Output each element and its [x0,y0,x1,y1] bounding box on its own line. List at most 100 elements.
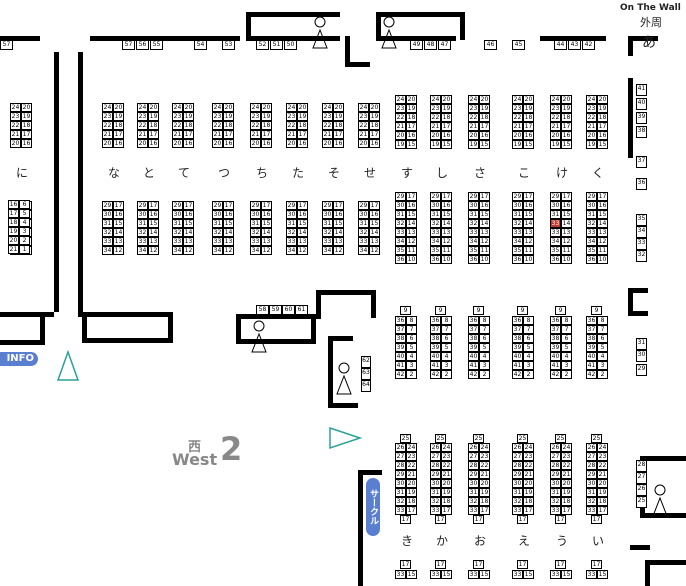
booth[interactable]: 17 [597,122,608,131]
booth[interactable]: 6 [441,334,452,343]
booth[interactable]: 22 [550,113,561,122]
booth[interactable]: 17 [8,209,19,218]
booth[interactable]: 17 [517,560,528,569]
booth[interactable]: 41 [550,361,561,370]
booth[interactable]: 39 [395,343,406,352]
booth[interactable]: 23 [286,112,297,121]
booth[interactable]: 19 [8,227,19,236]
wall-booth[interactable]: 46 [484,40,497,50]
booth[interactable]: 14 [561,219,572,228]
booth[interactable]: 28 [512,461,523,470]
booth[interactable]: 32 [468,219,479,228]
booth[interactable]: 17 [479,506,490,515]
wall-booth[interactable]: 63 [361,368,371,380]
booth[interactable]: 30 [137,210,148,219]
booth[interactable]: 16 [523,131,534,140]
booth[interactable]: 16 [8,200,19,209]
booth[interactable]: 17 [406,506,417,515]
booth[interactable]: 15 [597,140,608,149]
booth[interactable]: 31 [430,210,441,219]
booth[interactable]: 20 [479,95,490,104]
booth[interactable]: 9 [555,306,566,315]
booth[interactable]: 36 [550,316,561,325]
booth[interactable]: 24 [586,95,597,104]
booth[interactable]: 7 [406,325,417,334]
booth[interactable]: 24 [322,103,333,112]
booth[interactable]: 21 [10,130,21,139]
booth[interactable]: 36 [468,255,479,264]
booth[interactable]: 14 [406,219,417,228]
booth[interactable]: 17 [479,122,490,131]
booth[interactable]: 31 [395,210,406,219]
booth[interactable]: 12 [148,246,159,255]
booth[interactable]: 18 [523,113,534,122]
booth[interactable]: 13 [113,237,124,246]
booth[interactable]: 30 [286,210,297,219]
booth[interactable]: 15 [441,570,452,579]
booth[interactable]: 18 [8,218,19,227]
booth[interactable]: 15 [406,140,417,149]
booth[interactable]: 33 [512,228,523,237]
booth[interactable]: 8 [479,316,490,325]
booth[interactable]: 16 [406,131,417,140]
booth[interactable]: 19 [586,140,597,149]
circle-label[interactable]: サークル [366,478,380,536]
booth[interactable]: 23 [468,104,479,113]
wall-booth[interactable]: 34 [636,226,647,238]
wall-booth[interactable]: 25 [636,496,647,508]
booth[interactable]: 7 [523,325,534,334]
booth[interactable]: 38 [512,334,523,343]
booth[interactable]: 8 [523,316,534,325]
booth[interactable]: 31 [358,219,369,228]
booth[interactable]: 14 [261,228,272,237]
booth[interactable]: 33 [286,237,297,246]
booth[interactable]: 14 [148,228,159,237]
booth[interactable]: 6 [406,334,417,343]
booth[interactable]: 8 [441,316,452,325]
booth[interactable]: 29 [512,470,523,479]
booth[interactable]: 29 [586,470,597,479]
booth[interactable]: 33 [395,506,406,515]
booth[interactable]: 28 [468,461,479,470]
wall-booth[interactable]: 60 [282,305,295,315]
booth[interactable]: 17 [479,192,490,201]
booth[interactable]: 18 [406,497,417,506]
booth[interactable]: 12 [183,246,194,255]
booth[interactable]: 19 [395,140,406,149]
booth[interactable]: 16 [561,131,572,140]
booth[interactable]: 31 [172,219,183,228]
booth[interactable]: 11 [597,246,608,255]
booth[interactable]: 32 [430,497,441,506]
booth[interactable]: 26 [586,443,597,452]
booth[interactable]: 18 [297,121,308,130]
booth[interactable]: 29 [358,201,369,210]
booth[interactable]: 20 [148,103,159,112]
booth[interactable]: 23 [597,452,608,461]
booth[interactable]: 15 [223,219,234,228]
booth[interactable]: 26 [512,443,523,452]
booth[interactable]: 31 [586,488,597,497]
booth[interactable]: 22 [406,461,417,470]
booth[interactable]: 21 [561,470,572,479]
booth[interactable]: 14 [113,228,124,237]
booth[interactable]: 23 [10,112,21,121]
booth[interactable]: 32 [512,497,523,506]
booth[interactable]: 20 [297,103,308,112]
booth[interactable]: 13 [561,228,572,237]
booth[interactable]: 13 [406,228,417,237]
booth[interactable]: 21 [468,122,479,131]
booth[interactable]: 32 [430,219,441,228]
booth[interactable]: 14 [333,228,344,237]
booth[interactable]: 19 [261,112,272,121]
booth[interactable]: 21 [406,470,417,479]
wall-booth[interactable]: 36 [636,178,647,190]
booth[interactable]: 20 [286,139,297,148]
booth[interactable]: 13 [441,228,452,237]
booth[interactable]: 40 [395,352,406,361]
booth[interactable]: 32 [586,497,597,506]
booth[interactable]: 36 [430,316,441,325]
booth[interactable]: 41 [468,361,479,370]
booth[interactable]: 24 [441,443,452,452]
booth[interactable]: 31 [322,219,333,228]
booth[interactable]: 17 [406,192,417,201]
